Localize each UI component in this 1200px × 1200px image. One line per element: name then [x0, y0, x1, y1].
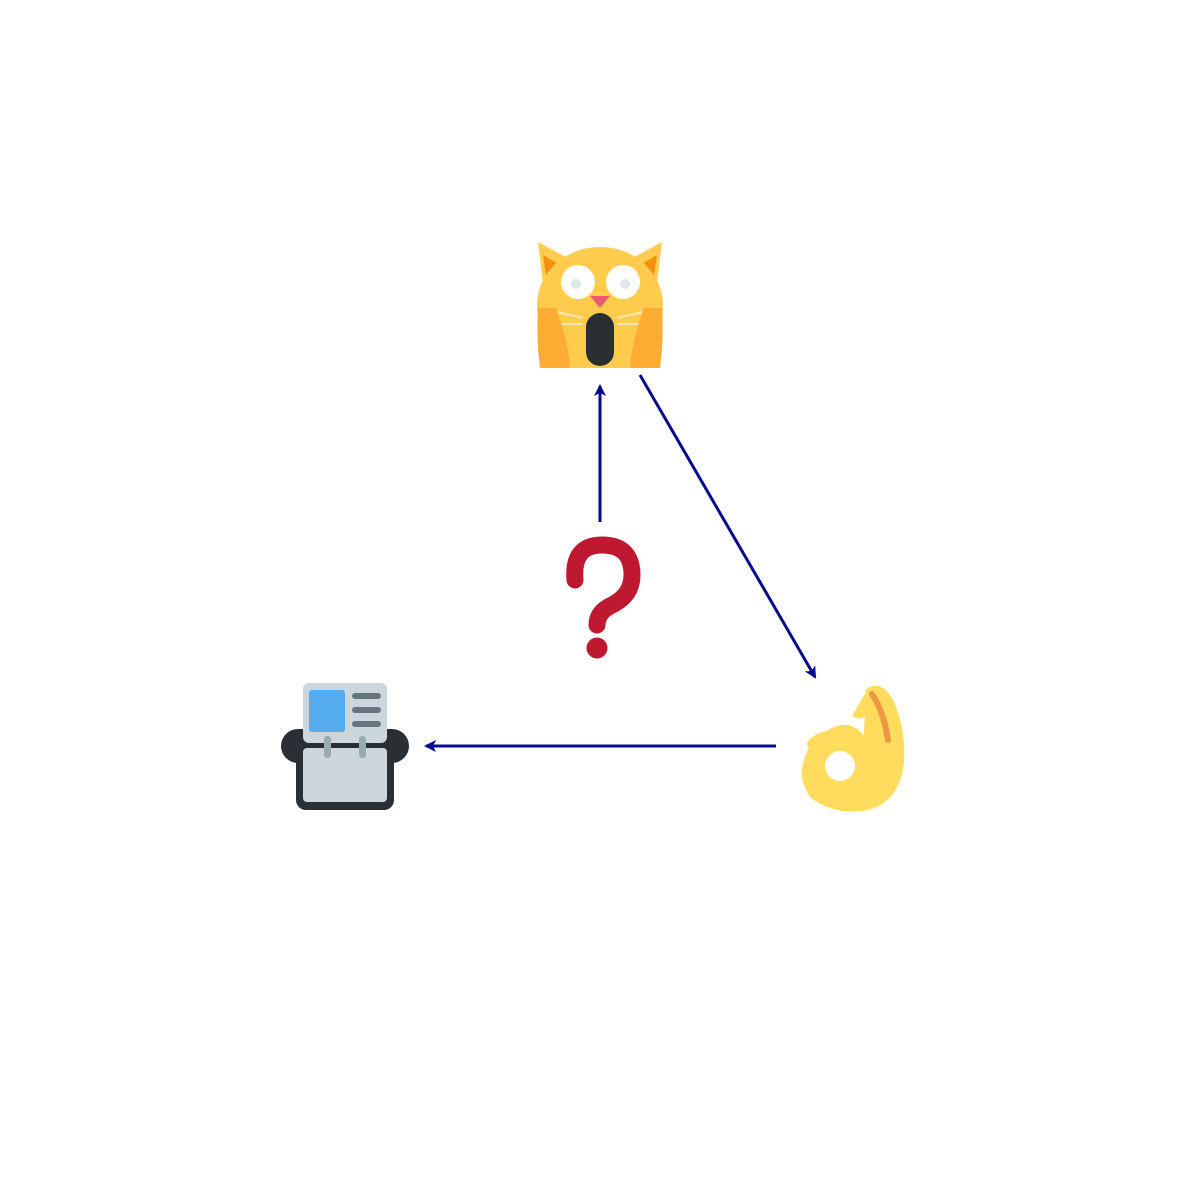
ok-hand-icon	[802, 685, 905, 812]
edges	[424, 374, 817, 752]
edge-weary-cat-to-ok-hand	[638, 374, 817, 679]
weary-cat-face-icon	[537, 242, 663, 368]
red-question-mark-icon	[566, 536, 641, 659]
card-index-icon	[281, 683, 409, 810]
